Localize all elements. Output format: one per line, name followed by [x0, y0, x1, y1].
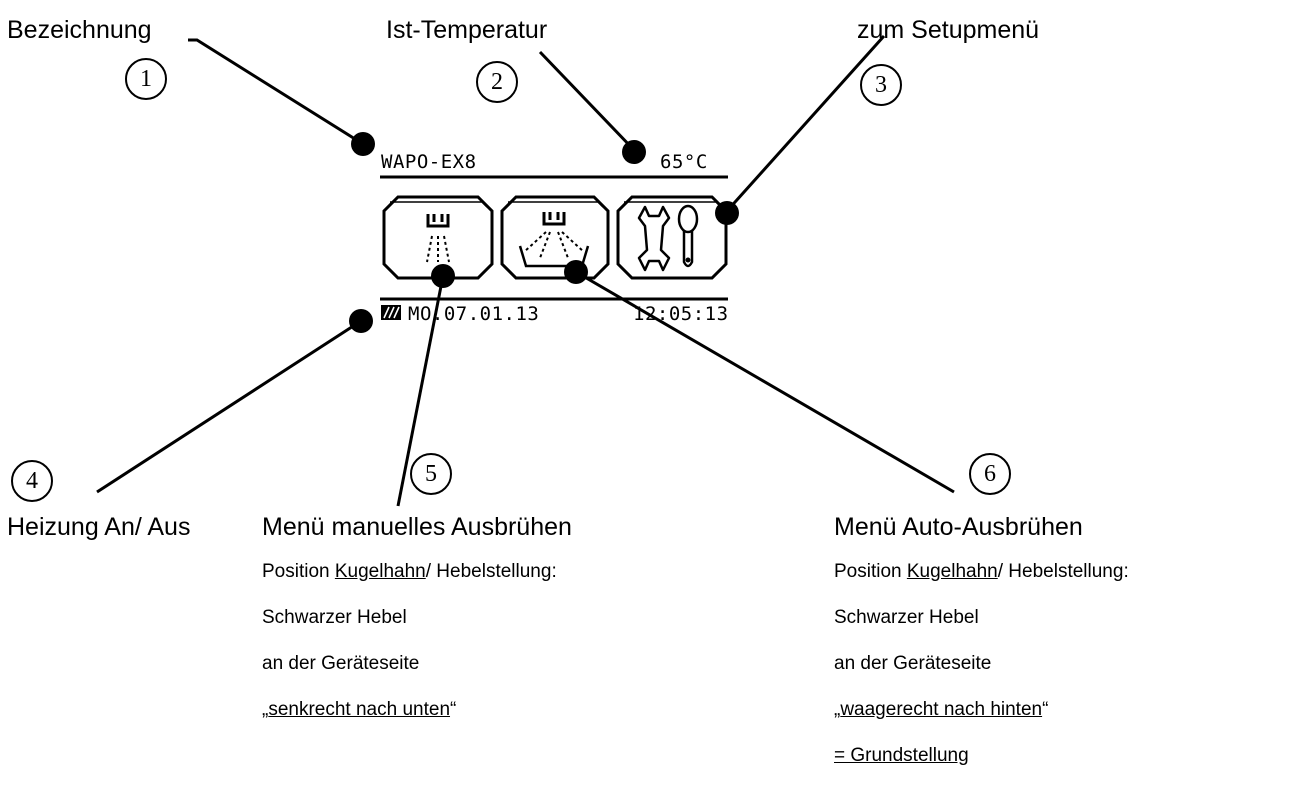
auto-line-3: an der Geräteseite: [834, 653, 992, 674]
manual-position-line: Position Kugelhahn/ Hebelstellung:: [262, 561, 557, 582]
pointer-line-6: [575, 270, 955, 494]
pointer-line-5: [396, 275, 445, 507]
callout-number-1: 1: [125, 58, 167, 100]
callout-number-3: 3: [860, 64, 902, 106]
auto-line-5: = Grundstellung: [834, 745, 969, 766]
pointer-lines: [96, 34, 955, 507]
auto-line-2: Schwarzer Hebel: [834, 607, 979, 628]
dot-3: [715, 201, 739, 225]
auto-position-line: Position Kugelhahn/ Hebelstellung:: [834, 561, 1129, 582]
callout-number-2: 2: [476, 61, 518, 103]
label-heizung: Heizung An/ Aus: [7, 513, 191, 541]
label-auto: Menü Auto-Ausbrühen: [834, 513, 1083, 541]
heating-icon[interactable]: [381, 305, 401, 320]
dot-2: [622, 140, 646, 164]
pointer-line-4: [96, 319, 362, 494]
pointer-dots: [349, 132, 739, 333]
pointer-line-3: [725, 34, 886, 213]
dot-1: [351, 132, 375, 156]
dot-5: [431, 264, 455, 288]
display-time: 12:05:13: [633, 303, 729, 325]
auto-brew-icon[interactable]: [500, 195, 610, 280]
pointer-line-1: [188, 38, 364, 146]
label-ist-temperatur: Ist-Temperatur: [386, 16, 548, 44]
manual-quote-line: „senkrecht nach unten“: [262, 699, 457, 720]
label-setupmenu: zum Setupmenü: [857, 16, 1040, 44]
display-date: MO.07.01.13: [408, 303, 540, 325]
display-temperature: 65°C: [660, 151, 708, 173]
display-device-name: WAPO-EX8: [381, 151, 477, 173]
shower-icon[interactable]: [382, 195, 494, 280]
auto-quote-line: „waagerecht nach hinten“: [834, 699, 1049, 720]
callout-number-5: 5: [410, 453, 452, 495]
callout-number-6: 6: [969, 453, 1011, 495]
pointer-line-2: [538, 50, 636, 152]
manual-line-3: an der Geräteseite: [262, 653, 420, 674]
dot-6: [564, 260, 588, 284]
label-manuell: Menü manuelles Ausbrühen: [262, 513, 572, 541]
dot-4: [349, 309, 373, 333]
wrench-tools-icon[interactable]: [616, 195, 728, 280]
manual-line-2: Schwarzer Hebel: [262, 607, 407, 628]
label-bezeichnung: Bezeichnung: [7, 16, 152, 44]
callout-number-4: 4: [11, 460, 53, 502]
